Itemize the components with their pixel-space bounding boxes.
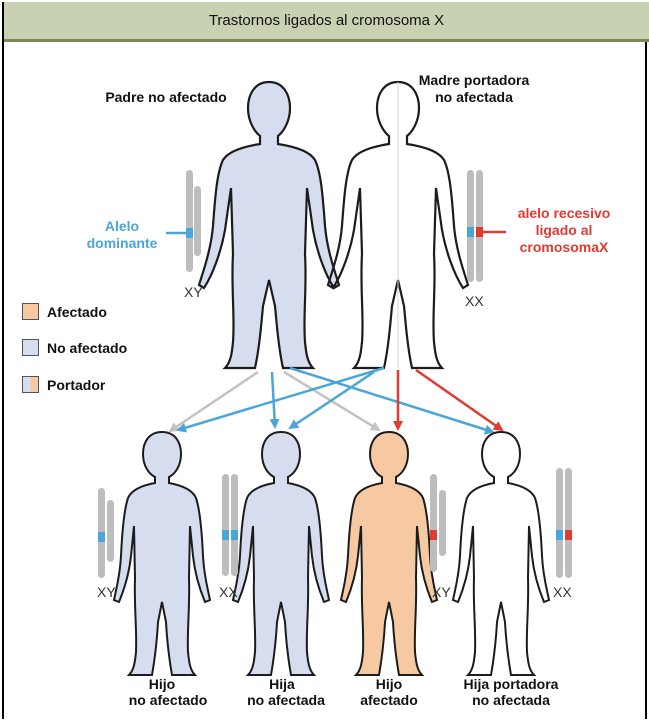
child-son2-label-line1: Hijo [334, 676, 444, 693]
child-daughter1-label-line1: Hija [222, 676, 342, 693]
daughter1-chromosomes [222, 474, 238, 576]
father-label: Padre no afectado [76, 89, 256, 106]
father-figure [199, 82, 339, 368]
legend-label-carrier: Portador [47, 377, 105, 393]
arrow-mother-x-to-son1 [178, 368, 384, 430]
son2-chromosome-label: XY [432, 584, 451, 600]
legend-item-unaffected: No afectado [22, 339, 127, 356]
mother-chromosomes [467, 170, 506, 282]
daughter2-chromosomes [556, 468, 572, 578]
arrow-father-x-to-daughter1 [272, 372, 275, 427]
father-chromosomes [166, 170, 201, 272]
child-son2-label-line2: afectado [334, 692, 444, 709]
recessive-allele-label-line2: ligado al [504, 222, 624, 239]
legend-item-carrier: Portador [22, 376, 105, 393]
child-son-unaffected [114, 432, 210, 675]
dominant-allele-label-line1: Alelo [82, 218, 162, 235]
son2-chromosomes [430, 474, 446, 572]
legend-item-affected: Afectado [22, 303, 107, 320]
child-daughter1-label-line2: no afectada [226, 692, 346, 709]
legend-label-affected: Afectado [47, 304, 107, 320]
legend-label-unaffected: No afectado [47, 340, 127, 356]
mother-label-line2: no afectada [404, 89, 544, 106]
son1-chromosomes [98, 488, 114, 578]
daughter2-chromosome-label: XX [553, 584, 572, 600]
child-daughter2-label-line2: no afectada [446, 692, 576, 709]
inheritance-arrows [170, 368, 502, 432]
mother-label-line1: Madre portadora [404, 72, 544, 89]
father-chromosome-label: XY [184, 284, 203, 300]
mother-chromosome-label: XX [465, 293, 484, 309]
arrow-father-x-to-daughter2 [290, 368, 493, 432]
child-daughter-unaffected [233, 432, 329, 675]
child-son-affected [341, 432, 437, 675]
daughter1-chromosome-label: XX [219, 584, 238, 600]
legend-swatch-carrier [22, 376, 39, 393]
child-daughter-carrier [453, 432, 549, 675]
child-daughter2-label-line1: Hija portadora [446, 676, 576, 693]
arrow-father-y-to-son1 [170, 372, 258, 431]
child-son1-label-line2: no afectado [108, 692, 228, 709]
recessive-allele-label-line1: alelo recesivo [504, 205, 624, 222]
mother-figure [328, 82, 468, 368]
legend-swatch-unaffected [22, 339, 39, 356]
recessive-allele-label-line3: cromosomaX [504, 239, 624, 256]
legend-swatch-affected [22, 303, 39, 320]
dominant-allele-label-line2: dominante [82, 235, 162, 252]
son1-chromosome-label: XY [97, 584, 116, 600]
child-son1-label-line1: Hijo [102, 676, 222, 693]
